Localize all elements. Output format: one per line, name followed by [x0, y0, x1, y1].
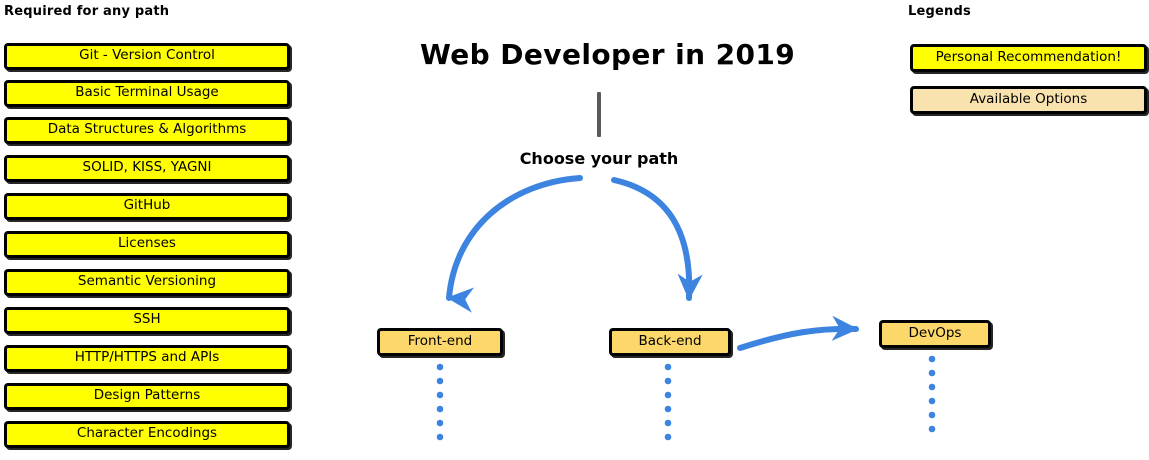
arrow-backend-to-devops	[737, 315, 859, 351]
legend-item-label: Personal Recommendation!	[935, 48, 1122, 65]
required-item-1[interactable]: Basic Terminal Usage	[4, 80, 290, 107]
path-box-backend[interactable]: Back-end	[609, 328, 731, 356]
legend-item-available-options[interactable]: Available Options	[910, 86, 1147, 114]
root-stem-line	[597, 92, 601, 137]
required-item-label: Semantic Versioning	[77, 273, 217, 290]
required-item-10[interactable]: Character Encodings	[4, 421, 290, 448]
required-item-6[interactable]: Semantic Versioning	[4, 269, 290, 296]
continuation-dots-frontend	[436, 363, 444, 441]
required-item-0[interactable]: Git - Version Control	[4, 43, 290, 70]
arrow-choose-to-backend	[611, 177, 703, 301]
required-item-5[interactable]: Licenses	[4, 231, 290, 258]
continuation-dots-backend	[664, 363, 672, 441]
required-item-label: Character Encodings	[76, 425, 218, 442]
required-item-4[interactable]: GitHub	[4, 193, 290, 220]
legend-item-label: Available Options	[969, 90, 1088, 107]
required-item-3[interactable]: SOLID, KISS, YAGNI	[4, 155, 290, 182]
required-item-label: SSH	[133, 311, 161, 328]
path-box-frontend[interactable]: Front-end	[377, 328, 503, 356]
path-box-devops[interactable]: DevOps	[879, 320, 991, 348]
required-item-label: Data Structures & Algorithms	[47, 121, 247, 138]
required-item-9[interactable]: Design Patterns	[4, 383, 290, 410]
continuation-dots-devops	[928, 355, 936, 433]
required-item-label: Licenses	[118, 235, 176, 252]
required-item-label: Design Patterns	[93, 387, 201, 404]
required-item-7[interactable]: SSH	[4, 307, 290, 334]
required-item-label: Basic Terminal Usage	[75, 84, 219, 101]
required-item-8[interactable]: HTTP/HTTPS and APIs	[4, 345, 290, 372]
required-column-heading: Required for any path	[4, 4, 170, 19]
required-item-label: Git - Version Control	[79, 47, 215, 64]
path-box-label: DevOps	[908, 324, 962, 341]
required-item-2[interactable]: Data Structures & Algorithms	[4, 117, 290, 144]
page-title: Web Developer in 2019	[420, 38, 796, 71]
legend-item-personal-recommendation[interactable]: Personal Recommendation!	[910, 44, 1147, 72]
legends-heading: Legends	[908, 4, 971, 19]
choose-your-path-label: Choose your path	[519, 149, 679, 168]
path-box-label: Front-end	[407, 332, 473, 349]
required-item-label: GitHub	[123, 197, 171, 214]
arrow-choose-to-frontend	[446, 175, 583, 313]
path-box-label: Back-end	[638, 332, 702, 349]
required-item-label: SOLID, KISS, YAGNI	[82, 159, 212, 176]
required-item-label: HTTP/HTTPS and APIs	[74, 349, 220, 366]
